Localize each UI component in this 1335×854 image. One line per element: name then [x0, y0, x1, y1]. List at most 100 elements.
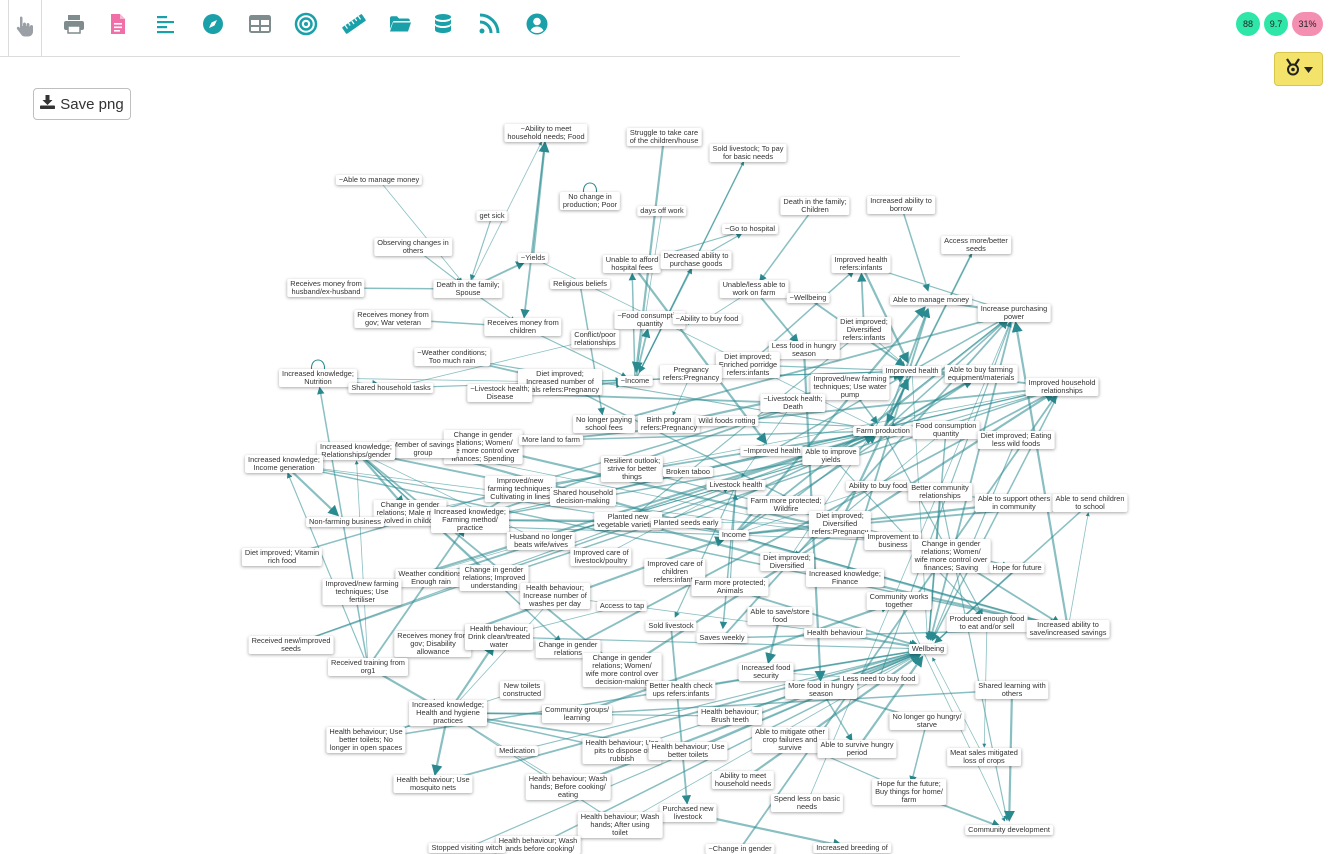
graph-node[interactable]: Better health check ups refers:infants: [646, 681, 716, 699]
graph-node[interactable]: get sick: [476, 211, 508, 221]
graph-node[interactable]: Sold livestock; To pay for basic needs: [709, 144, 787, 162]
graph-node[interactable]: Increased knowledge; Farming method/ pra…: [431, 507, 509, 533]
graph-node[interactable]: Meat sales mitigated loss of crops: [947, 748, 1021, 766]
database-tool[interactable]: [427, 10, 459, 42]
graph-node[interactable]: New toilets constructed: [499, 681, 545, 699]
table-tool[interactable]: [244, 10, 276, 42]
graph-node[interactable]: Health behaviour; Use mosquito nets: [393, 775, 473, 793]
graph-node[interactable]: Access more/better seeds: [941, 236, 1011, 254]
graph-node[interactable]: Improved/new farming techniques; Cultiva…: [484, 476, 556, 502]
graph-node[interactable]: Food consumption quantity: [912, 421, 980, 439]
graph-node[interactable]: Farm more protected; Wildfire: [747, 496, 825, 514]
graph-node[interactable]: More food in hungry season: [785, 681, 857, 699]
graph-node[interactable]: Health behaviour; Wash hands; After usin…: [577, 812, 663, 838]
report-tool[interactable]: [102, 10, 134, 42]
graph-node[interactable]: Receives money from gov; War veteran: [354, 310, 432, 328]
graph-node[interactable]: Improved health refers:infants: [831, 255, 891, 273]
graph-node[interactable]: ~Income: [617, 376, 653, 386]
graph-node[interactable]: Planted seeds early: [650, 518, 722, 528]
graph-node[interactable]: ~Livestock health; Death: [760, 394, 826, 412]
graph-node[interactable]: Health behaviour; Use better toilets; No…: [326, 727, 406, 753]
graph-node[interactable]: Member of savings group: [388, 440, 458, 458]
graph-node[interactable]: No change in production; Poor: [559, 192, 621, 210]
graph-node[interactable]: Unable/less able to work on farm: [719, 280, 789, 298]
graph-node[interactable]: Received training from org1: [328, 658, 408, 676]
interact-tool[interactable]: [8, 0, 42, 56]
graph-node[interactable]: Better community relationships: [908, 483, 972, 501]
graph-node[interactable]: Religious beliefs: [550, 279, 610, 289]
graph-node[interactable]: ~Improved health: [740, 446, 804, 456]
graph-node[interactable]: Health behaviour; Wash hands; Before coo…: [525, 774, 611, 800]
graph-node[interactable]: Increased knowledge; Health and hygiene …: [409, 700, 487, 726]
folder-tool[interactable]: [384, 10, 416, 42]
graph-node[interactable]: Increased knowledge; Relationships/gende…: [317, 442, 395, 460]
graph-node[interactable]: Saves weekly: [696, 633, 748, 643]
graph-node[interactable]: Birth program refers:Pregnancy: [637, 415, 701, 433]
graph-node[interactable]: Improved care of livestock/poultry: [570, 548, 632, 566]
graph-node[interactable]: Change in gender relations; Women/ wife …: [911, 539, 991, 573]
graph-node[interactable]: Increased food security: [738, 663, 794, 681]
measure-tool[interactable]: [338, 10, 370, 42]
graph-node[interactable]: Shared household decision-making: [550, 488, 616, 506]
graph-node[interactable]: Able to support others in community: [974, 494, 1054, 512]
badge-dropdown-button[interactable]: [1274, 52, 1323, 86]
graph-node[interactable]: Less need to buy food: [839, 674, 919, 684]
graph-node[interactable]: Health behaviour; Drink clean/treated wa…: [464, 624, 534, 650]
graph-node[interactable]: Improved household relationships: [1025, 378, 1099, 396]
graph-node[interactable]: Increased knowledge; Finance: [806, 569, 884, 587]
graph-node[interactable]: Improvement to business: [864, 532, 922, 550]
graph-node[interactable]: Broken taboo: [663, 467, 713, 477]
print-tool[interactable]: [58, 10, 90, 42]
graph-node[interactable]: Less food in hungry season: [768, 341, 840, 359]
graph-node[interactable]: Increased breeding of: [813, 843, 891, 853]
graph-node[interactable]: ~Yields: [517, 253, 549, 263]
graph-node[interactable]: Increased ability to save/increased savi…: [1026, 620, 1110, 638]
align-tool[interactable]: [150, 10, 182, 42]
graph-node[interactable]: Able to survive hungry period: [817, 740, 897, 758]
graph-node[interactable]: ~Go to hospital: [722, 224, 778, 234]
graph-node[interactable]: Pregnancy refers:Pregnancy: [659, 365, 723, 383]
graph-node[interactable]: Husband no longer beats wife/wives: [506, 532, 576, 550]
graph-node[interactable]: ~Change in gender: [705, 844, 775, 854]
graph-node[interactable]: Livestock health: [706, 480, 766, 490]
graph-node[interactable]: Death in the family; Children: [780, 197, 850, 215]
graph-node[interactable]: ~Livestock health; Disease: [467, 384, 533, 402]
feed-tool[interactable]: [473, 10, 505, 42]
graph-node[interactable]: Diet improved; Vitamin rich food: [241, 548, 323, 566]
graph-node[interactable]: Community groups/ learning: [541, 705, 613, 723]
target-tool[interactable]: [290, 10, 322, 42]
graph-node[interactable]: Sold livestock: [645, 621, 697, 631]
graph-node[interactable]: Wellbeing: [908, 644, 948, 654]
graph-node[interactable]: Access to tap: [596, 601, 648, 611]
graph-node[interactable]: Diet improved; Diversified: [760, 553, 814, 571]
graph-node[interactable]: Diet improved; Enriched porridge refers:…: [715, 352, 781, 378]
graph-node[interactable]: Improved health: [882, 366, 942, 376]
graph-node[interactable]: Able to save/store food: [747, 607, 813, 625]
graph-node[interactable]: Ability to buy food: [845, 481, 911, 491]
graph-node[interactable]: Received new/improved seeds: [248, 636, 334, 654]
graph-node[interactable]: Receives money from husband/ex-husband: [287, 279, 365, 297]
graph-node[interactable]: ~Food consumption quantity: [614, 311, 686, 329]
graph-node[interactable]: No longer go hungry/ starve: [889, 712, 965, 730]
graph-node[interactable]: Income: [718, 530, 750, 540]
graph-node[interactable]: Diet improved; Diversified refers:infant…: [837, 317, 891, 343]
graph-node[interactable]: Change in gender relations; Male more in…: [373, 500, 447, 526]
graph-node[interactable]: Able to manage money: [889, 295, 973, 305]
graph-node[interactable]: Hope for future: [989, 563, 1045, 573]
graph-node[interactable]: Able to improve yields: [802, 447, 860, 465]
graph-node[interactable]: Ability to meet household needs: [711, 771, 775, 789]
graph-node[interactable]: Diet improved; Diversified refers:Pregna…: [808, 511, 872, 537]
graph-node[interactable]: Increased ability to borrow: [867, 196, 935, 214]
graph-node[interactable]: Increase purchasing power: [977, 304, 1051, 322]
graph-node[interactable]: Conflict/poor relationships: [571, 330, 619, 348]
graph-node[interactable]: More land to farm: [519, 435, 583, 445]
graph-node[interactable]: Health behaviour; Brush teeth: [698, 707, 762, 725]
graph-node[interactable]: Health behaviour; Wash hands before cook…: [495, 836, 581, 854]
graph-node[interactable]: Observing changes in others: [374, 238, 452, 256]
graph-node[interactable]: Purchased new livestock: [659, 804, 717, 822]
graph-node[interactable]: Able to mitigate other crop failures and…: [752, 727, 828, 753]
graph-node[interactable]: Medication: [496, 746, 538, 756]
graph-node[interactable]: Improved care of children refers:infants: [644, 559, 706, 585]
graph-node[interactable]: No longer paying school fees: [573, 415, 635, 433]
graph-node[interactable]: Hope fur the future; Buy things for home…: [872, 779, 946, 805]
